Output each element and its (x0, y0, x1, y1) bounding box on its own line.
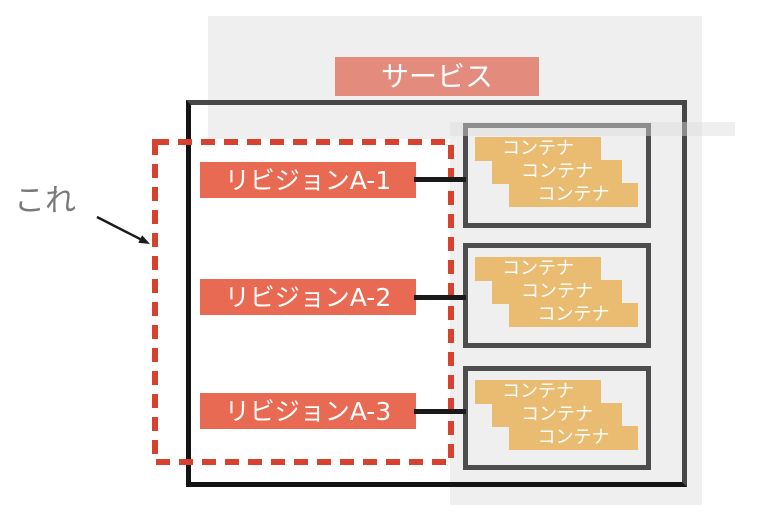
service-boundary-box (186, 100, 687, 487)
highlight-band (450, 122, 735, 136)
connector-line-a3 (414, 409, 466, 414)
kore-annotation-label: これ (14, 183, 76, 219)
dashed-rect-border (152, 139, 454, 465)
revision-label-a2: リビジョンA-2 (200, 279, 416, 315)
container-group-box-1: コンテナ コンテナ コンテナ (463, 123, 651, 228)
container-group-box-2: コンテナ コンテナ コンテナ (463, 243, 651, 348)
service-label: サービス (335, 57, 539, 96)
revision-label-a3: リビジョンA-3 (200, 393, 416, 429)
connector-line-a2 (414, 295, 466, 300)
container-label: コンテナ (509, 303, 638, 327)
revision-label-a1: リビジョンA-1 (200, 162, 416, 198)
container-label: コンテナ (475, 380, 601, 404)
container-group-box-3: コンテナ コンテナ コンテナ (463, 366, 651, 470)
container-label: コンテナ (492, 160, 622, 184)
container-label: コンテナ (475, 257, 601, 281)
container-label: コンテナ (492, 403, 622, 427)
container-label: コンテナ (509, 183, 638, 207)
container-label: コンテナ (509, 426, 638, 450)
connector-line-a1 (414, 177, 466, 182)
revision-selection-dashed-box (152, 139, 454, 465)
container-label: コンテナ (492, 280, 622, 304)
container-label: コンテナ (475, 137, 601, 161)
